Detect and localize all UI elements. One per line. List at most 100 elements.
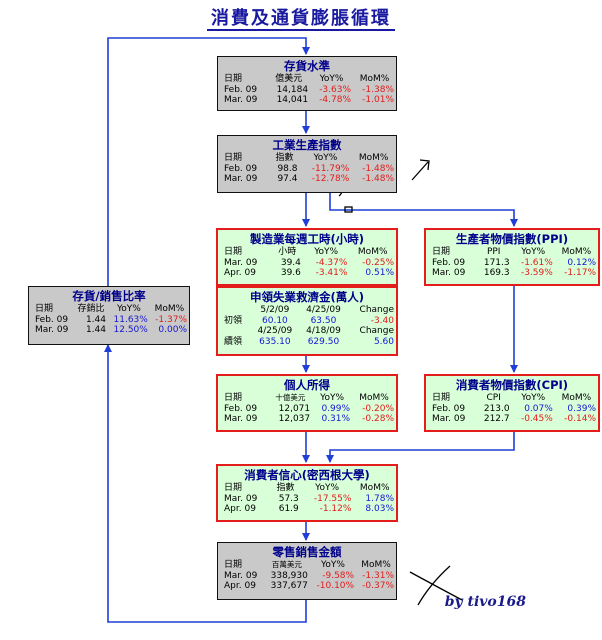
table-cell: 8.03%	[365, 504, 394, 514]
table-cell: 0.39%	[567, 403, 596, 414]
table-cell: Mar. 09	[224, 493, 258, 504]
table-cell: 初領	[224, 315, 243, 326]
table-cell: -9.58%	[322, 570, 355, 581]
table-cell: -0.37%	[362, 581, 394, 591]
table-cell: -0.25%	[362, 257, 394, 268]
table-row: Mar. 09 1.44 12.50% 0.00%	[29, 325, 189, 336]
header-cell: 日期	[432, 247, 451, 257]
table-cell: 0.00%	[158, 325, 187, 335]
header-cell: 億美元	[275, 74, 303, 84]
author-signature: by tivo168	[444, 594, 526, 610]
box-title: 申領失業救濟金(萬人)	[249, 290, 364, 304]
table-cell: -1.01%	[362, 95, 394, 105]
header-cell: 存銷比	[77, 304, 105, 314]
table-cell: -3.40	[370, 315, 394, 326]
table-cell: 63.50	[310, 315, 337, 326]
header-cell: 日期	[35, 304, 54, 314]
table-cell: Mar. 09	[35, 325, 69, 335]
table-cell: 39.6	[280, 268, 301, 278]
table-cell: 1.44	[85, 314, 106, 325]
table-cell: -1.17%	[564, 268, 596, 278]
table-cell: -1.61%	[520, 257, 553, 268]
table-cell: -11.79%	[311, 163, 350, 174]
header-cell: YoY%	[319, 74, 344, 84]
table-cell: 97.4	[277, 174, 298, 184]
table-cell: 0.51%	[365, 268, 394, 278]
header-cell: MoM%	[561, 247, 592, 257]
table-cell: 0.12%	[567, 257, 596, 268]
table-cell: -4.37%	[315, 257, 348, 268]
table-cell: 213.0	[483, 403, 510, 414]
table-cell: 98.8	[277, 163, 298, 174]
table-row: Feb. 09 98.8 -11.79% -1.48%	[218, 164, 396, 175]
table-cell: 0.31%	[321, 414, 351, 424]
box-title: 工業生產指數	[272, 138, 342, 152]
table-cell: Feb. 09	[35, 314, 69, 325]
table-cell: -1.48%	[362, 174, 394, 184]
table-cell: -3.59%	[520, 268, 553, 278]
table-cell: 1.44	[85, 325, 106, 335]
hand-drawn-marks	[338, 159, 463, 606]
table-cell: Mar. 09	[224, 174, 258, 184]
table-cell: -4.78%	[319, 95, 352, 105]
box-title: 製造業每週工時(小時)	[249, 232, 364, 246]
header-cell: MoM%	[357, 247, 388, 257]
table-cell: -3.41%	[315, 268, 348, 278]
header-cell: YoY%	[321, 560, 345, 570]
table-cell: 續領	[224, 336, 243, 347]
header-cell: MoM%	[561, 393, 592, 403]
box-title: 消費者信心(密西根大學)	[244, 468, 370, 482]
table-cell: 0.07%	[524, 403, 553, 414]
box-title: 零售銷售金額	[272, 545, 342, 559]
table-cell: Apr. 09	[224, 268, 256, 278]
table-cell: Feb. 09	[224, 84, 258, 95]
header-cell: YoY%	[320, 393, 345, 403]
table-cell: -1.48%	[362, 163, 394, 174]
table-cell: Mar. 09	[432, 414, 466, 424]
table-cell: -1.37%	[155, 314, 187, 325]
table-cell: Mar. 09	[224, 257, 258, 268]
table-cell: -3.63%	[319, 84, 352, 95]
table-cell: Apr. 09	[224, 504, 256, 514]
header-cell: 日期	[224, 560, 243, 570]
table-cell: Apr. 09	[224, 581, 256, 591]
arrow-retail-to-ratio	[104, 344, 307, 623]
table-cell: 11.63%	[113, 314, 148, 325]
table-cell: Change	[359, 326, 394, 336]
table-cell: Mar. 09	[224, 414, 258, 424]
arrow-cpi-to-confidence	[326, 432, 515, 463]
table-cell: -17.55%	[313, 493, 352, 504]
table-cell: Feb. 09	[224, 163, 258, 174]
header-cell: 日期	[224, 393, 243, 403]
table-row: Feb. 09 1.44 11.63% -1.37%	[29, 315, 189, 326]
table-cell: -10.10%	[316, 581, 355, 591]
table-cell: Mar. 09	[224, 95, 258, 105]
table-cell: 12.50%	[113, 325, 148, 335]
header-cell: 日期	[224, 153, 243, 163]
